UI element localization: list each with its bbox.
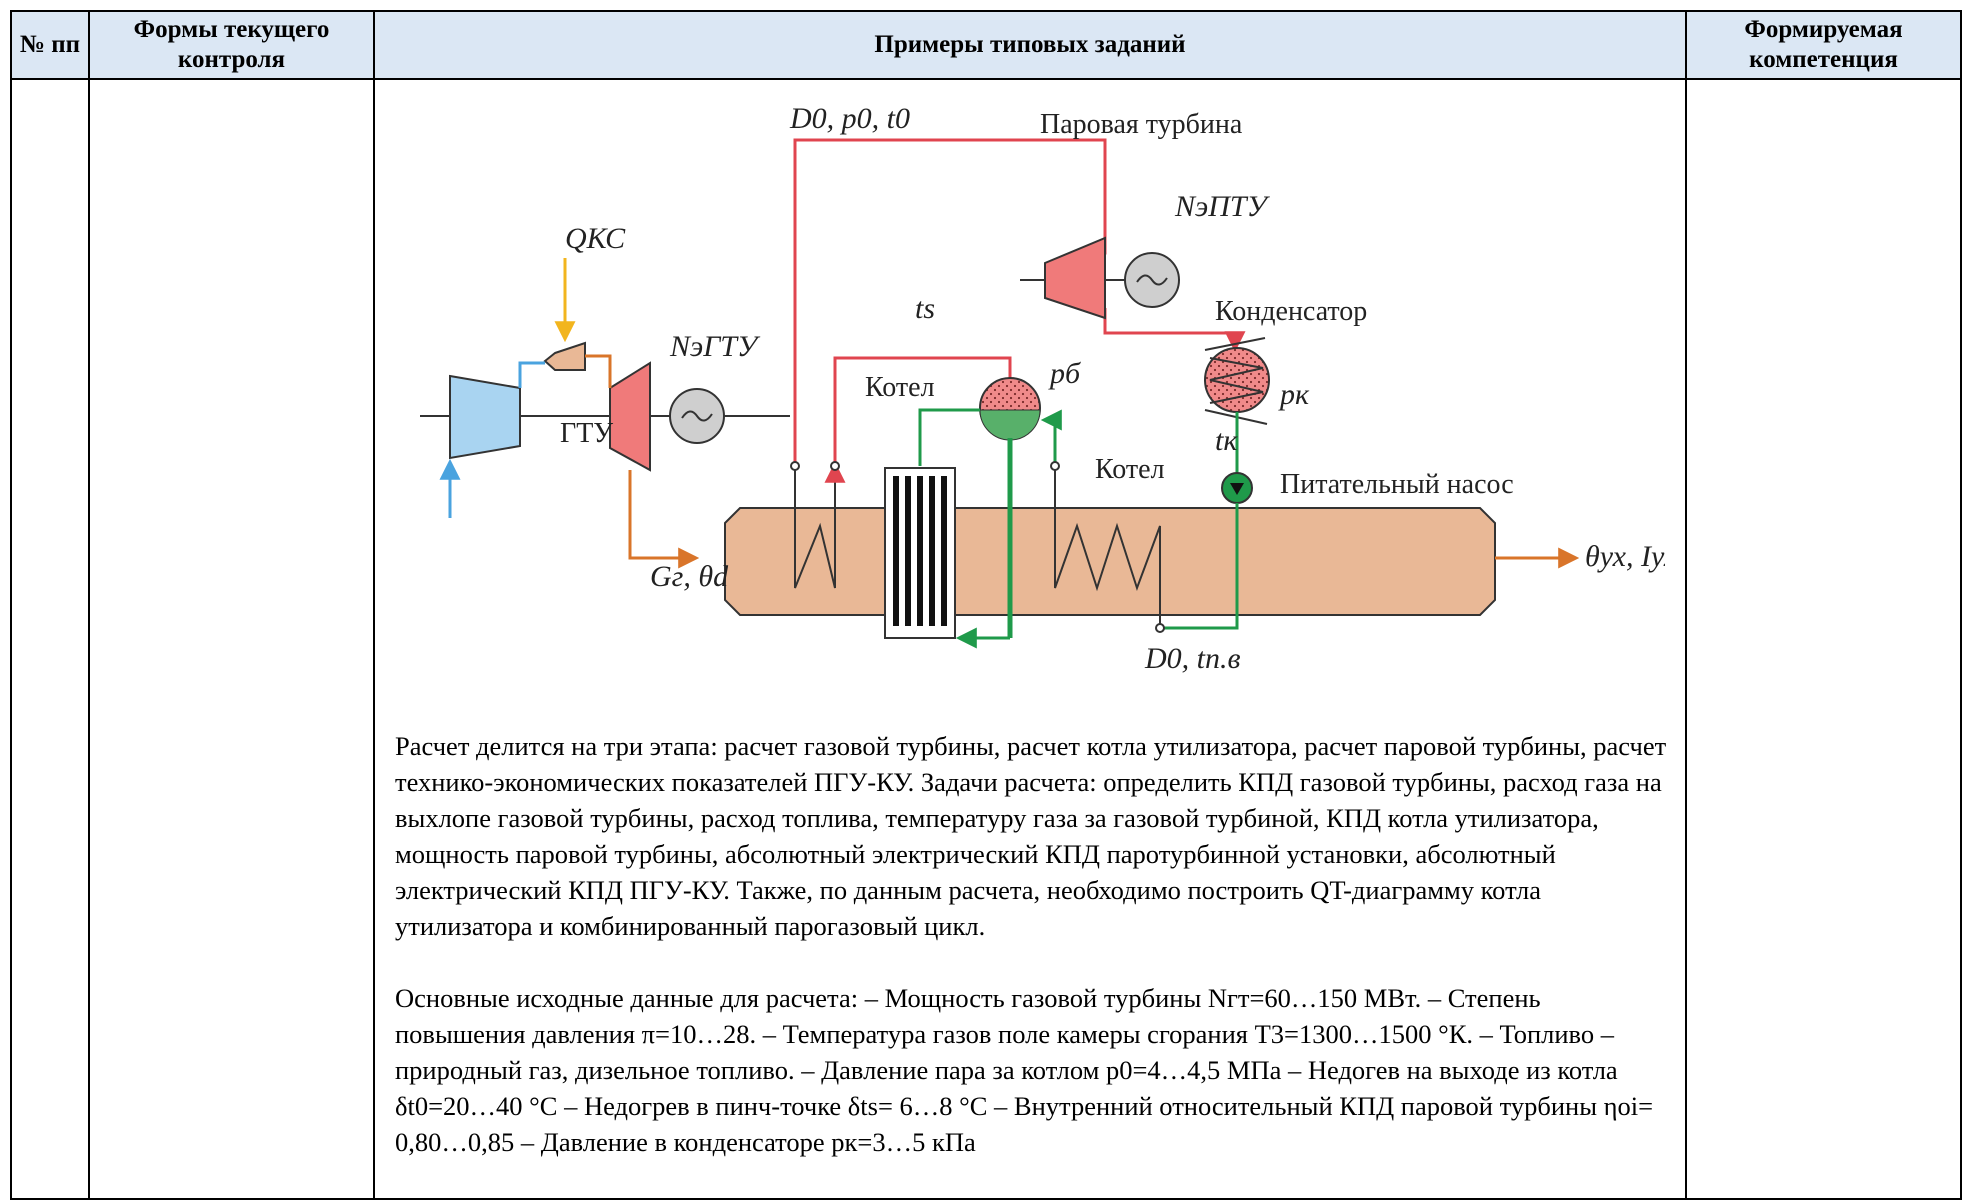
- table-header-row: № пп Формы текущего контроля Примеры тип…: [10, 10, 1962, 80]
- label-gas-out: θух, Iух: [1585, 540, 1665, 573]
- label-gtu: ГТУ: [560, 418, 613, 449]
- header-task-examples: Примеры типовых заданий: [373, 10, 1687, 80]
- tasks-table: № пп Формы текущего контроля Примеры тип…: [10, 10, 1962, 1200]
- hrsg-body: [724, 507, 1496, 616]
- steam-turbine: [1044, 236, 1106, 320]
- ccgt-scheme-diagram: Паровая турбина Конденсатор Котел Котел …: [420, 102, 1678, 675]
- label-ts: ts: [915, 292, 935, 325]
- label-q-ks: QКС: [565, 222, 626, 255]
- header-competence: Формируемая компетенция: [1685, 10, 1962, 80]
- cell-competence: [1685, 78, 1962, 1200]
- ccgt-scheme-figure: Паровая турбина Конденсатор Котел Котел …: [375, 80, 1685, 728]
- header-number: № пп: [10, 10, 90, 80]
- label-boiler-top: Котел: [865, 372, 935, 403]
- initial-data: Основные исходные данные для расчета: – …: [395, 983, 1654, 1157]
- combustion-chamber: [543, 341, 586, 371]
- cell-number: [10, 78, 90, 1200]
- label-pk: pк: [1278, 378, 1310, 411]
- label-pb: pб: [1048, 357, 1081, 390]
- label-feed-water: D0, tп.в: [1144, 642, 1241, 675]
- label-steam-turbine: Паровая турбина: [1040, 109, 1243, 140]
- cell-task-example: Паровая турбина Конденсатор Котел Котел …: [373, 78, 1687, 1200]
- label-gas-in: Gг, θd: [650, 560, 729, 593]
- gas-turbine: [609, 361, 651, 472]
- compressor: [449, 374, 521, 460]
- label-condenser: Конденсатор: [1215, 296, 1367, 327]
- label-boiler-right: Котел: [1095, 454, 1165, 485]
- header-control-forms: Формы текущего контроля: [88, 10, 375, 80]
- label-tk: tк: [1215, 424, 1238, 457]
- cell-control-form: [88, 78, 375, 1200]
- table-row: Паровая турбина Конденсатор Котел Котел …: [10, 78, 1962, 1200]
- label-feed-pump: Питательный насос: [1280, 469, 1514, 500]
- label-n-gtu: NэГТУ: [669, 330, 761, 363]
- task-description: Расчет делится на три этапа: расчет газо…: [395, 731, 1667, 941]
- label-steam-params: D0, p0, t0: [789, 102, 910, 135]
- label-n-ptu: NэПТУ: [1174, 190, 1271, 223]
